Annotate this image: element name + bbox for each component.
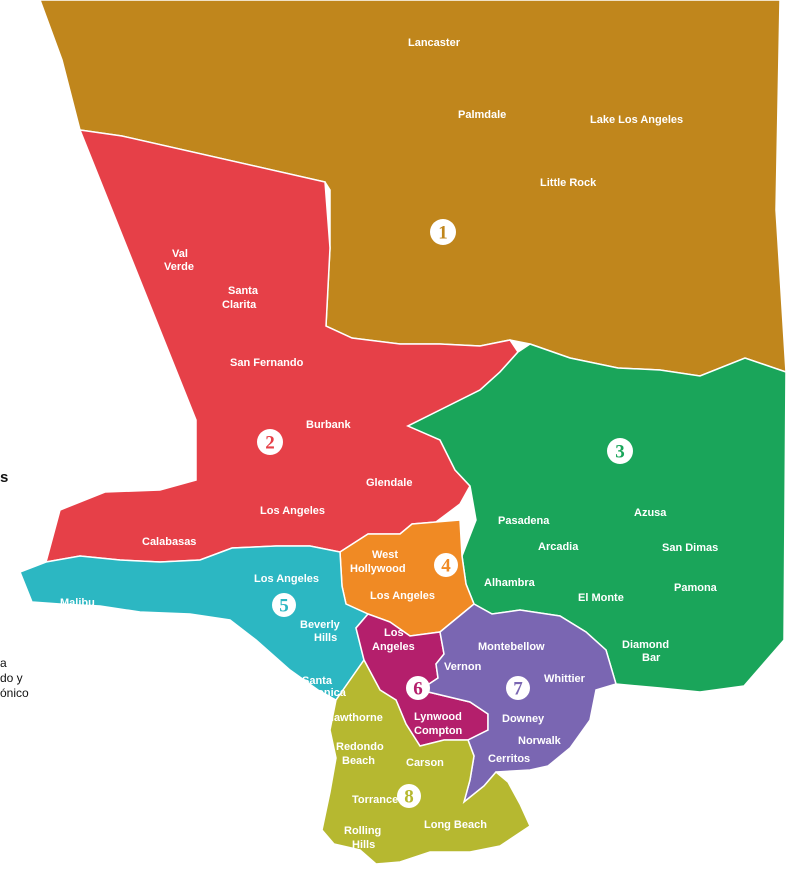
district-number-8: 8 [404,787,414,808]
place-label-torrance: Torrance [352,794,398,806]
place-label-san-dimas: San Dimas [662,542,718,554]
district-3-marker[interactable]: 3 [607,438,633,464]
place-label-hills-5: Hills [314,632,337,644]
place-label-los-angeles-2: Los Angeles [260,505,325,517]
place-label-pasadena: Pasadena [498,515,550,527]
place-label-palmdale: Palmdale [458,109,506,121]
district-number-3: 3 [615,442,625,463]
district-5-badge-icon [272,593,296,617]
place-label-cerritos: Cerritos [488,753,530,765]
place-label-compton: Compton [414,725,463,737]
place-label-lancaster: Lancaster [408,37,461,49]
district-number-5: 5 [279,596,289,617]
place-label-burbank: Burbank [306,419,352,431]
place-label-azusa: Azusa [634,507,667,519]
place-label-lynwood: Lynwood [414,711,462,723]
district-2-badge-icon [257,429,283,455]
place-label-carson: Carson [406,757,444,769]
place-label-vernon: Vernon [444,661,482,673]
district-4-labels: West Hollywood Los Angeles [350,549,435,602]
district-6-badge-icon [406,676,430,700]
place-label-los: Los [384,627,404,639]
place-label-little-rock: Little Rock [540,177,597,189]
place-label-los-angeles-4: Los Angeles [370,590,435,602]
district-1-labels: Lancaster Palmdale Lake Los Angeles Litt… [408,37,683,189]
place-label-verde: Verde [164,261,194,273]
place-label-lake-los-angeles: Lake Los Angeles [590,114,683,126]
place-label-monica: Monica [308,687,347,699]
place-label-san-fernando: San Fernando [230,357,304,369]
place-label-hills-8: Hills [352,839,375,851]
side-caption-line-3: ónico [0,686,29,700]
place-label-los-angeles-5: Los Angeles [254,573,319,585]
district-1-marker[interactable]: 1 [430,219,456,245]
district-5-labels: Malibu Los Angeles Beverly Hills Santa M… [60,573,347,699]
district-8-region[interactable] [321,658,531,865]
district-3-badge-icon [607,438,633,464]
district-4-marker[interactable]: 4 [434,553,458,577]
place-label-redondo: Redondo [336,741,384,753]
district-2-labels: Val Verde Santa Clarita San Fernando Bur… [142,248,412,548]
place-label-angeles: Angeles [372,641,415,653]
place-label-beach: Beach [342,755,375,767]
place-label-hollywood: Hollywood [350,563,406,575]
district-5-marker[interactable]: 5 [272,593,296,617]
side-caption-line-2: do y [0,671,23,685]
side-heading-fragment: s [0,469,9,486]
place-label-montebellow: Montebellow [478,641,545,653]
place-label-calabasas: Calabasas [142,536,196,548]
place-label-downey: Downey [502,713,545,725]
district-number-6: 6 [413,679,423,700]
district-1-badge-icon [430,219,456,245]
place-label-malibu: Malibu [60,597,95,609]
place-label-bar: Bar [642,652,661,664]
district-8-badge-icon [397,784,421,808]
district-6-marker[interactable]: 6 [406,676,430,700]
place-label-whittier: Whittier [544,673,586,685]
place-label-alhambra: Alhambra [484,577,536,589]
district-8-labels: Hawthorne Redondo Beach Carson Torrance … [326,712,487,851]
place-label-arcadia: Arcadia [538,541,579,553]
district-number-7: 7 [513,679,523,700]
district-7-badge-icon [506,676,530,700]
district-number-4: 4 [441,556,451,577]
place-label-beverly: Beverly [300,619,341,631]
place-label-santa-5: Santa [302,675,333,687]
district-7-labels: Montebellow Vernon Whittier Downey Norwa… [444,641,586,765]
place-label-long-beach: Long Beach [424,819,487,831]
district-number-1: 1 [438,223,448,244]
place-label-clarita: Clarita [222,299,257,311]
district-number-2: 2 [265,433,275,454]
district-4-badge-icon [434,553,458,577]
district-2-marker[interactable]: 2 [257,429,283,455]
district-6-labels: Los Angeles Lynwood Compton [372,627,463,737]
place-label-glendale: Glendale [366,477,412,489]
place-label-santa: Santa [228,285,259,297]
district-3-labels: Pasadena Azusa Arcadia San Dimas Alhambr… [484,507,718,664]
place-label-rolling: Rolling [344,825,381,837]
place-label-hawthorne: Hawthorne [326,712,383,724]
place-label-norwalk: Norwalk [518,735,562,747]
place-label-val: Val [172,248,188,260]
place-label-el-monte: El Monte [578,592,624,604]
place-label-west: West [372,549,398,561]
district-8-marker[interactable]: 8 [397,784,421,808]
place-label-diamond: Diamond [622,639,669,651]
side-caption-line-1: a [0,656,7,670]
place-label-pamona: Pamona [674,582,718,594]
district-7-marker[interactable]: 7 [506,676,530,700]
